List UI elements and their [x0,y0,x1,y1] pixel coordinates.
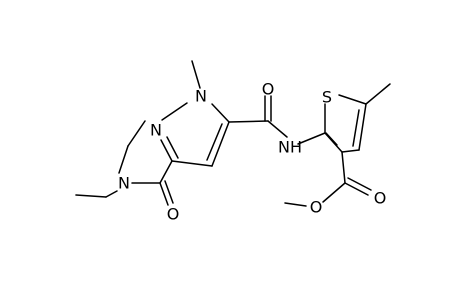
bond-n1-c5 [211,103,230,123]
bond-n1-n2 [161,102,188,121]
bond-th-ester-c [341,151,346,184]
bond-th-c3-c2 [324,132,343,153]
bond-c4-c5 [211,121,230,167]
bond-c3-c4 [171,160,213,167]
bond-n-ethyl1-ch2 [118,145,129,174]
bond-c3-amide-c [159,160,173,184]
bond-n2-c3 [160,139,173,162]
bond-th-methyl [365,83,391,105]
bond-n2-c3-inner [166,136,179,159]
bond-c4-c5-inner [206,123,223,161]
bond-ethyl1-ch3 [127,120,146,147]
atom-ester-o-ether: O [310,198,323,217]
bond-c5-carbonyl [228,120,269,123]
atom-n2: N [150,121,162,140]
bond-th-c5-c4 [358,103,367,151]
atom-amide-nh: NH [278,138,302,157]
bond-group [75,60,391,207]
bond-th-c3-c2-inner [325,132,338,146]
bond-carbonyl-nh [267,120,288,138]
atom-thiophene-s: S [322,88,332,107]
bond-ester-co-b [347,177,372,191]
atom-diethylamide-o: O [167,205,180,224]
bond-n-ethyl2-ch2 [105,190,118,198]
atom-label-group: N N O NH S N O O O [118,80,386,224]
bond-th-s-c5 [338,94,367,105]
bond-ester-co-a [344,182,369,196]
bond-th-c5-c4-inner [352,109,360,147]
bond-amide-c-o-a [159,182,169,206]
bond-amide-c-o-b [164,180,174,204]
atom-amide-o-pyrazole: O [262,80,275,99]
bond-n1-methyl [191,60,201,89]
atom-diethylamide-n: N [118,174,130,193]
bond-ester-c-o [322,182,346,203]
atom-ester-o-carbonyl: O [374,189,387,208]
bond-ethyl2-ch3 [75,194,107,198]
bond-th-c4-c3 [341,149,360,153]
bond-nh-thiophene [297,132,326,145]
bond-ester-o-methyl [284,202,307,207]
atom-n1: N [195,87,207,106]
